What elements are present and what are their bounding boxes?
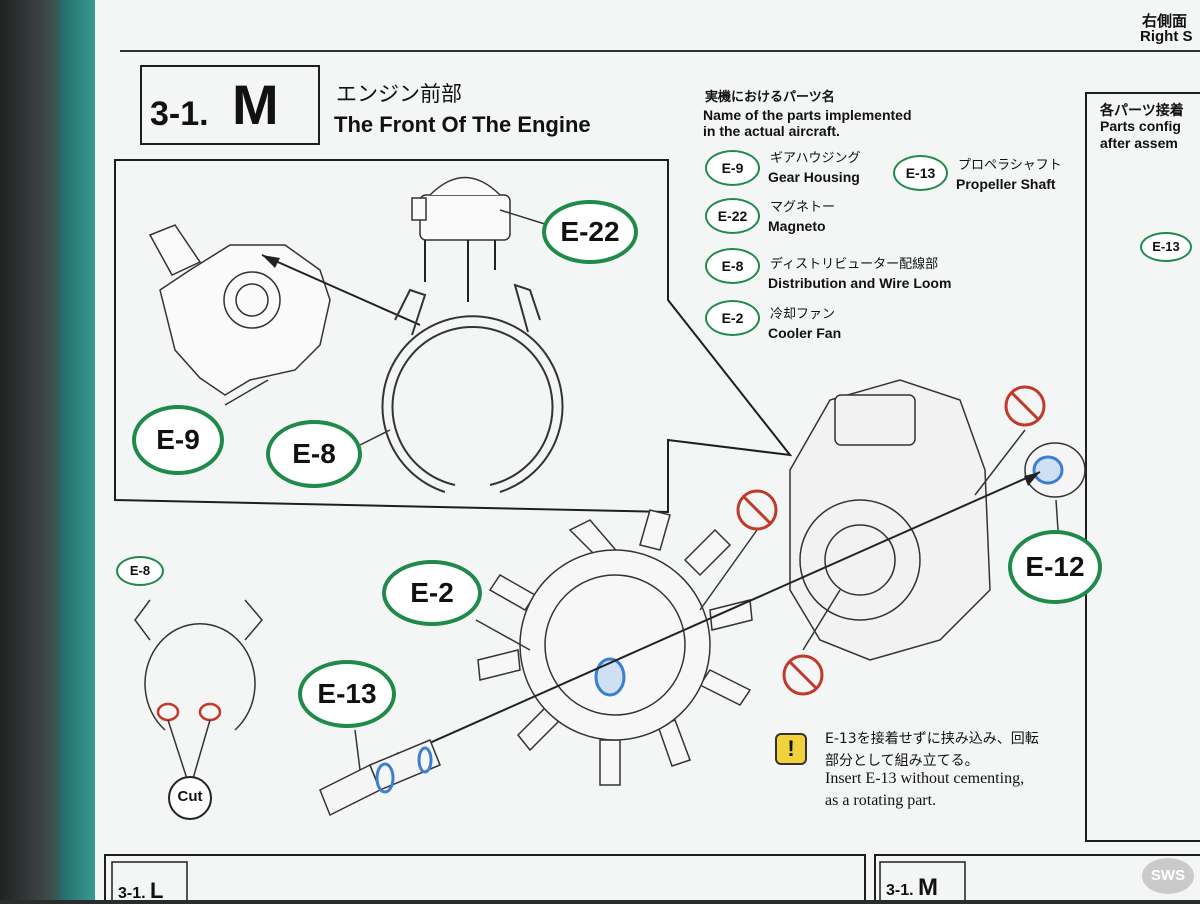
legend-header-en-1: Name of the parts implemented [703, 107, 912, 123]
callout-e9: E-9 [132, 405, 224, 475]
washer-part [1024, 442, 1086, 498]
legend-badge-e22: E-22 [705, 198, 760, 234]
side-panel-header-en-1: Parts config [1100, 118, 1181, 134]
side-panel-header-jp: 各パーツ接着 [1100, 103, 1184, 119]
callout-e2: E-2 [382, 560, 482, 626]
legend-badge-e8: E-8 [705, 248, 760, 284]
callout-e22: E-22 [542, 200, 638, 264]
callout-e12: E-12 [1008, 530, 1102, 604]
callout-e8-small: E-8 [116, 556, 164, 586]
legend-e22-en: Magneto [768, 218, 826, 234]
cut-markers [156, 702, 222, 722]
callout-e13: E-13 [298, 660, 396, 728]
legend-e2-jp: 冷却ファン [770, 307, 836, 322]
bottom-left-step: 3-1. L [118, 878, 163, 904]
bottom-right-panel [874, 854, 1200, 900]
legend-e9-jp: ギアハウジング [770, 151, 861, 166]
legend-e13-en: Propeller Shaft [956, 176, 1056, 192]
bottom-right-step: 3-1. M [886, 874, 938, 902]
no-glue-mark-3 [782, 654, 824, 696]
legend-e9-en: Gear Housing [768, 169, 860, 185]
step-number: 3-1. [150, 95, 209, 133]
caution-icon: ! [775, 733, 807, 765]
right-side-label-en: Right S [1140, 28, 1193, 45]
legend-e13-jp: プロペラシャフト [958, 158, 1062, 173]
zoom-callout-frame [114, 159, 793, 514]
wire-loom-ring [381, 283, 564, 493]
caution-en-1: Insert E-13 without cementing, [825, 770, 1025, 787]
legend-e22-jp: マグネトー [770, 200, 836, 215]
bottom-left-step-number: 3-1. [118, 885, 146, 902]
magneto-part [411, 176, 511, 241]
bottom-right-step-number: 3-1. [886, 882, 914, 899]
manual-cover-edge [60, 0, 100, 900]
legend-e2-en: Cooler Fan [768, 325, 842, 341]
cooler-fan [477, 509, 753, 786]
legend-header-jp: 実機におけるパーツ名 [705, 90, 835, 105]
bottom-left-panel [104, 854, 866, 900]
top-divider [120, 50, 1200, 52]
side-panel-header-en-2: after assem [1100, 135, 1178, 151]
step-letter: M [232, 73, 279, 136]
propeller-shaft [319, 739, 441, 817]
bottom-right-step-letter: M [918, 874, 939, 901]
side-panel-frame [1085, 92, 1200, 842]
bottom-left-step-letter: L [150, 878, 164, 903]
legend-badge-e13: E-13 [893, 155, 948, 191]
e8-cut-detail [134, 599, 263, 731]
caution-en-2: as a rotating part. [825, 792, 937, 809]
step-title-en: The Front Of The Engine [334, 112, 591, 137]
no-glue-mark-2 [736, 489, 778, 531]
no-glue-mark-1 [1004, 385, 1046, 427]
cut-label: Cut [168, 776, 212, 820]
step-title-jp: エンジン前部 [336, 82, 462, 106]
gear-housing-part [148, 224, 331, 396]
legend-e8-jp: ディストリビューター配線部 [770, 257, 939, 272]
legend-badge-e2: E-2 [705, 300, 760, 336]
legend-e8-en: Distribution and Wire Loom [768, 275, 952, 291]
step-header-box [140, 65, 320, 145]
caution-jp-1: E-13を接着せずに挟み込み、回転 [825, 731, 1039, 747]
side-panel-badge-e13: E-13 [1140, 232, 1192, 262]
legend-header-en-2: in the actual aircraft. [703, 123, 840, 139]
legend-badge-e9: E-9 [705, 150, 760, 186]
callout-e8: E-8 [266, 420, 362, 488]
right-side-label-jp: 右側面 [1142, 12, 1188, 30]
engine-assembly [789, 379, 991, 661]
sws-watermark: SWS [1142, 858, 1194, 894]
caution-jp-2: 部分として組み立てる。 [825, 753, 979, 769]
